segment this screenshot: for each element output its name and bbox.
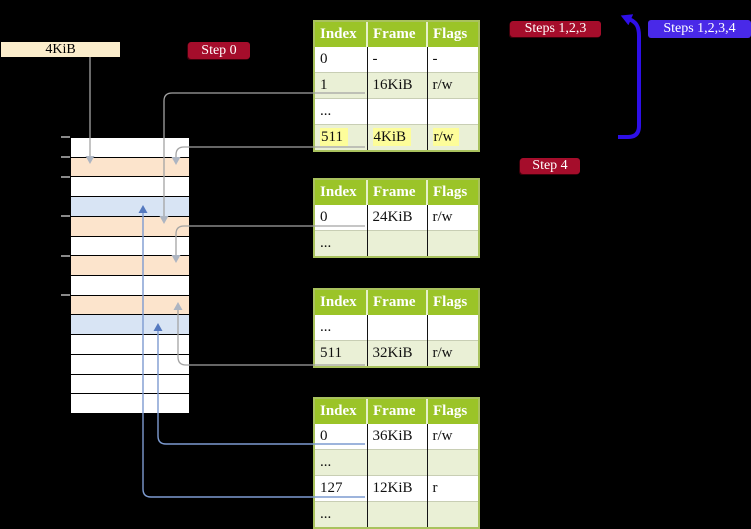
column-header: Frame [367,399,428,424]
frame-cell: 36KiB [367,424,428,450]
memory-row-white [71,138,189,158]
memory-row-blue [71,315,189,336]
table-row: ... [315,230,478,256]
highlighted-value: 4KiB [372,128,412,146]
flags-cell [427,98,478,125]
memory-row-blue [71,197,189,217]
frame-cell [367,449,428,476]
frame-cell: 12KiB [367,475,428,502]
highlighted-value: r/w [432,128,459,146]
flags-cell [427,315,478,341]
table-row: ... [315,449,478,476]
index-cell: ... [315,501,368,527]
frame-cell: 16KiB [367,72,428,99]
column-header: Flags [427,399,478,424]
column-header: Frame [367,290,428,315]
index-cell: 0 [315,205,368,231]
flags-cell: r/w [427,72,478,99]
column-header: Index [315,290,368,315]
flags-cell: r/w [427,340,478,366]
table-row: 511 4KiB r/w [315,124,478,150]
index-cell: 127 [315,475,368,502]
memory-tick [61,155,70,158]
memory-tick [61,175,70,178]
flags-cell: r/w [432,428,453,444]
flags-cell [427,230,478,256]
column-header: Flags [427,22,478,47]
table-row: ... [315,98,478,125]
memory-row-peach [71,256,189,277]
frame-cell [367,230,428,256]
index-cell: 511 [315,124,368,150]
frame-cell: 32KiB [367,340,428,366]
loop-arrow-steps [618,14,641,139]
frame-cell [367,501,428,527]
column-header: Index [315,22,368,47]
memory-row-peach [71,295,189,316]
frame-cell [367,315,428,341]
memory-row-white [71,276,189,296]
column-header: Index [315,180,368,205]
index-cell: ... [315,315,368,341]
step-4-badge: Step 4 [520,158,580,174]
memory-row-peach [71,157,189,178]
memory-tick [61,215,70,218]
frame-cell: 4KiB [367,124,428,150]
table-row: ... [315,501,478,527]
memory-row-white [71,177,189,198]
index-cell: ... [315,230,368,256]
physical-memory-stack [70,137,190,414]
frame-cell: 24KiB [367,205,428,231]
flags-cell [427,449,478,476]
flags-cell: r [427,475,478,502]
table-row: ... [315,315,478,341]
steps-1-2-3-badge: Steps 1,2,3 [510,21,601,37]
flags-cell: - [432,51,438,67]
index-cell: 0 [315,424,368,450]
column-header: Frame [367,180,428,205]
page-size-label: 4KiB [1,42,120,57]
memory-row-white [71,374,189,395]
flags-cell: r/w [432,209,453,225]
index-cell: 0 [315,47,368,73]
memory-row-white [71,394,189,414]
memory-row-white [71,335,189,355]
flags-cell: r/w [427,124,478,150]
column-header: Flags [427,290,478,315]
memory-tick [61,294,70,297]
memory-row-white [71,236,189,257]
index-cell: 511 [315,340,368,366]
step-0-badge: Step 0 [188,42,250,59]
highlighted-value: 511 [320,128,348,146]
memory-row-peach [71,216,189,237]
flags-cell [427,501,478,527]
table-row: 0-- [315,47,478,73]
steps-1-2-3-4-badge: Steps 1,2,3,4 [648,20,751,38]
memory-tick [61,254,70,257]
column-header: Flags [427,180,478,205]
memory-row-white [71,354,189,375]
index-cell: ... [315,449,368,476]
index-cell: 1 [315,72,368,99]
column-header: Index [315,399,368,424]
memory-tick [61,136,70,138]
frame-cell: - [367,47,428,73]
frame-cell [367,98,428,125]
index-cell: ... [315,98,368,125]
column-header: Frame [367,22,428,47]
